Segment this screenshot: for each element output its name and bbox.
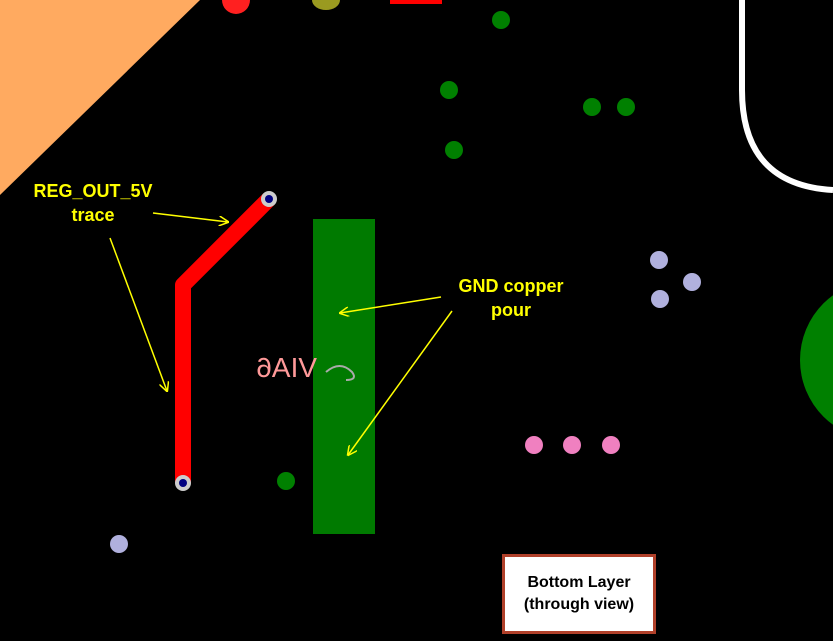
orange-copper-region [0, 0, 200, 195]
arrow-to-pour-top [340, 296, 442, 313]
pour-annotation-line1: GND copper [458, 276, 563, 296]
board-outline [739, 0, 833, 193]
trace-via-bottom [175, 475, 191, 491]
trace-annotation-line2: trace [71, 205, 114, 225]
green-via [277, 472, 295, 490]
silkscreen-mark [325, 365, 355, 381]
green-via [617, 98, 635, 116]
top-edge-red-pad [222, 0, 250, 14]
arrow-to-pour-bottom [348, 310, 453, 455]
legend-line1: Bottom Layer [527, 574, 631, 591]
green-via [440, 81, 458, 99]
layer-legend-box: Bottom Layer (through view) [502, 554, 656, 634]
green-via [445, 141, 463, 159]
legend-line2: (through view) [523, 596, 635, 613]
lavender-via [650, 251, 668, 269]
lavender-via [110, 535, 128, 553]
top-edge-olive-pad [312, 0, 340, 10]
lavender-vias [110, 251, 701, 553]
silkscreen-via-label: VIA6 [256, 352, 317, 383]
green-via [492, 11, 510, 29]
trace-annotation-line1: REG_OUT_5V [33, 181, 152, 201]
pour-annotation-line2: pour [491, 300, 531, 320]
lavender-via [683, 273, 701, 291]
trace-via-top [261, 191, 277, 207]
arrow-to-trace-bottom [109, 237, 167, 391]
arrow-to-trace-top [152, 212, 228, 222]
pink-pad [525, 436, 543, 454]
silkscreen-mirrored: VIA6 [256, 352, 317, 383]
pink-pad [563, 436, 581, 454]
pink-pads [525, 436, 620, 454]
gnd-copper-pour [313, 219, 375, 534]
green-via [583, 98, 601, 116]
pink-pad [602, 436, 620, 454]
right-edge-green-pad [800, 295, 833, 425]
reg-out-5v-trace [175, 193, 275, 483]
top-edge-red-rect [390, 0, 442, 4]
annotation-arrows [109, 212, 453, 455]
lavender-via [651, 290, 669, 308]
green-vias [277, 11, 635, 490]
